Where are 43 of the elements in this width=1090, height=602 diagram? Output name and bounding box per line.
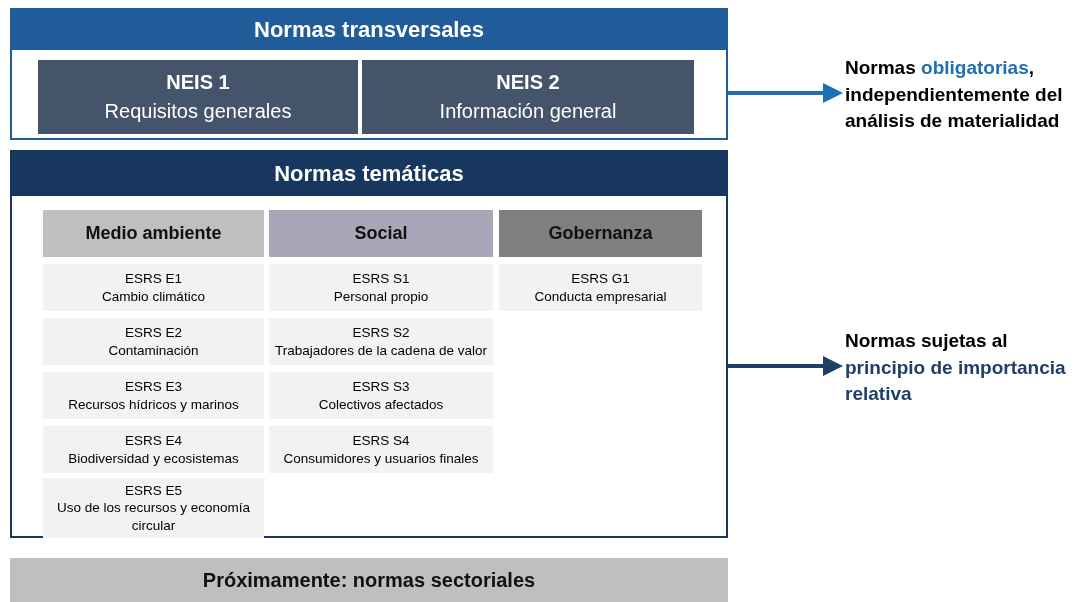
category-header xyxy=(499,210,702,257)
standard-box xyxy=(38,60,358,134)
category-header xyxy=(43,210,264,257)
standard-code: ESRS S1 xyxy=(351,269,411,288)
box-title: Medio ambiente xyxy=(85,223,222,244)
category-header xyxy=(269,210,493,257)
box-title: Próximamente: normas sectoriales xyxy=(202,568,536,592)
section-panel xyxy=(10,8,728,140)
section-heading: Normas temáticas xyxy=(12,152,726,196)
note-text: Normas sujetas al principio de importancia relativa xyxy=(845,329,1067,407)
standard-code: ESRS E1 xyxy=(124,269,183,288)
section-bar xyxy=(10,558,728,602)
standard-code: ESRS E4 xyxy=(124,431,183,450)
box-title: Social xyxy=(354,223,408,244)
standard-box xyxy=(362,60,694,134)
box-title: NEIS 1 xyxy=(166,71,230,94)
standard-name: Biodiversidad y ecosistemas xyxy=(67,449,240,468)
box-title: NEIS 2 xyxy=(496,71,560,94)
standard-code: ESRS E3 xyxy=(124,377,183,396)
standard-name: Requisitos generales xyxy=(104,100,292,123)
standard-name: Colectivos afectados xyxy=(317,395,445,414)
standard-card xyxy=(43,478,264,538)
section-heading: Normas transversales xyxy=(12,10,726,50)
standard-code: ESRS S3 xyxy=(351,377,411,396)
standard-code: ESRS S4 xyxy=(351,431,411,450)
standard-name: Recursos hídricos y marinos xyxy=(67,395,240,414)
standard-code: ESRS G1 xyxy=(570,269,631,288)
standard-name: Conducta empresarial xyxy=(533,287,668,306)
standard-code: ESRS S2 xyxy=(351,323,411,342)
standard-name: Uso de los recursos y economía circular xyxy=(56,499,251,535)
standard-name: Información general xyxy=(439,100,617,123)
arrow xyxy=(728,83,843,103)
arrow xyxy=(728,356,843,376)
standard-code: ESRS E2 xyxy=(124,323,183,342)
standard-name: Trabajadores de la cadena de valor xyxy=(274,341,488,360)
note-text: Normas obligatorias, independientemente del análisis de materialidad xyxy=(845,56,1064,134)
standard-name: Cambio climático xyxy=(101,287,206,306)
standard-name: Personal propio xyxy=(332,287,430,306)
standard-name: Contaminación xyxy=(107,341,200,360)
box-title: Gobernanza xyxy=(548,223,653,244)
standard-code: ESRS E5 xyxy=(124,481,183,500)
section-panel xyxy=(10,150,728,538)
standard-name: Consumidores y usuarios finales xyxy=(282,449,480,468)
